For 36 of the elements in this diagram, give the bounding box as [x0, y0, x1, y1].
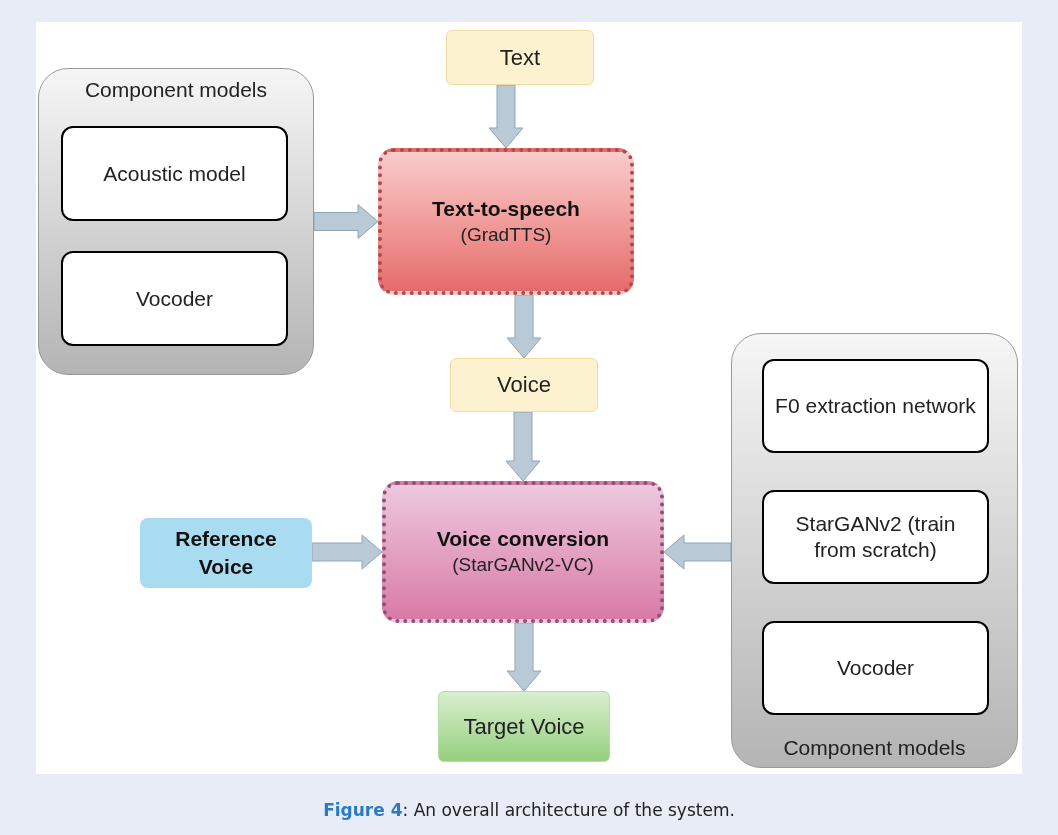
node-label: Acoustic model: [103, 160, 246, 187]
output-box: [450, 358, 598, 412]
node-label: StarGANv2 (train from scratch): [794, 511, 957, 563]
node-label: Vocoder: [836, 655, 915, 681]
process-box: [378, 148, 634, 295]
component-box: [762, 359, 989, 453]
node-label: Text-to-speech: [432, 195, 580, 222]
node-label: Voice conversion: [436, 526, 610, 552]
block-arrow: [506, 294, 542, 359]
input-box: [446, 30, 594, 85]
component-box: [61, 251, 288, 346]
node-sublabel: (StarGANv2-VC): [452, 553, 594, 577]
block-arrow: [488, 84, 524, 149]
node-label: Vocoder: [135, 285, 214, 312]
block-arrow: [505, 411, 541, 482]
node-label: Target Voice: [463, 713, 585, 740]
component-box: [762, 490, 989, 584]
component-box: [61, 126, 288, 221]
node-label: Text: [499, 44, 541, 71]
block-arrow: [663, 534, 732, 570]
group-title: Component models: [84, 77, 268, 103]
node-label: F0 extraction network: [775, 393, 976, 419]
component-box: [762, 621, 989, 715]
group-panel: [38, 68, 314, 375]
output-box: [438, 691, 610, 762]
process-box: [382, 481, 664, 623]
group-panel: [731, 333, 1018, 768]
block-arrow: [311, 534, 383, 570]
block-arrow: [506, 622, 542, 692]
node-label: Reference Voice: [174, 526, 278, 580]
group-title: Component models: [783, 735, 966, 761]
block-arrow: [313, 204, 379, 239]
node-label: Voice: [497, 372, 551, 398]
node-sublabel: (GradTTS): [460, 222, 552, 247]
input-box: [140, 518, 312, 588]
figure-caption: Figure 4: An overall architecture of the system.: [323, 799, 735, 822]
